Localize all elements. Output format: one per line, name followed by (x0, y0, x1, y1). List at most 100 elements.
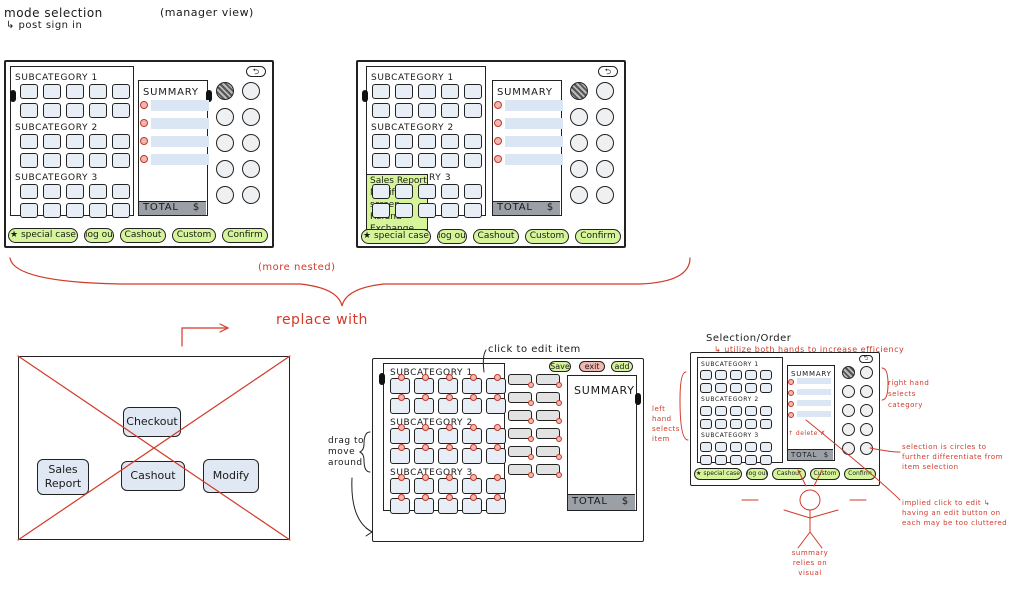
sel-item-tile[interactable] (715, 455, 727, 465)
sel-item-tile[interactable] (745, 370, 757, 380)
sales-report-option[interactable]: Sales Report (37, 459, 89, 495)
sel-item-tile[interactable] (715, 383, 727, 393)
sel-item-tile[interactable] (745, 419, 757, 429)
item-tile-2[interactable] (418, 84, 436, 99)
edit-item-icon[interactable] (446, 474, 453, 481)
category-circle[interactable] (216, 186, 234, 204)
edit-side-tile[interactable] (508, 392, 532, 403)
confirm-button-2[interactable]: Confirm (575, 229, 621, 244)
item-tile[interactable] (112, 184, 130, 199)
sel-category-circle[interactable] (842, 366, 855, 379)
item-tile[interactable] (20, 134, 38, 149)
item-tile[interactable] (89, 203, 107, 218)
sel-item-tile[interactable] (745, 455, 757, 465)
item-tile[interactable] (112, 203, 130, 218)
edit-item-icon[interactable] (398, 494, 405, 501)
item-tile-2[interactable] (441, 84, 459, 99)
category-circle-2[interactable] (570, 108, 588, 126)
item-tile-2[interactable] (418, 153, 436, 168)
sel-item-tile[interactable] (700, 406, 712, 416)
category-circle[interactable] (242, 134, 260, 152)
edit-side-icon[interactable] (556, 472, 562, 478)
sel-item-tile[interactable] (715, 419, 727, 429)
summary-row-delete-icon[interactable] (140, 119, 148, 127)
item-tile-2[interactable] (372, 184, 390, 199)
custom-button[interactable]: Custom (172, 228, 216, 243)
sel-category-circle[interactable] (860, 385, 873, 398)
edit-side-tile[interactable] (536, 410, 560, 421)
item-tile-2[interactable] (395, 203, 413, 218)
item-tile-2[interactable] (441, 103, 459, 118)
edit-side-icon[interactable] (528, 472, 534, 478)
edit-item-icon[interactable] (398, 374, 405, 381)
edit-side-tile[interactable] (536, 428, 560, 439)
item-tile-2[interactable] (395, 153, 413, 168)
category-circle[interactable] (242, 160, 260, 178)
confirm-button[interactable]: Confirm (222, 228, 268, 243)
edit-side-icon[interactable] (528, 400, 534, 406)
item-tile[interactable] (20, 84, 38, 99)
sel-logout-button[interactable]: log out (746, 468, 768, 480)
summary-row-delete-icon[interactable] (140, 155, 148, 163)
edit-item-icon[interactable] (422, 394, 429, 401)
category-circle-2[interactable] (570, 160, 588, 178)
add-button[interactable]: add (611, 361, 633, 372)
sel-item-tile[interactable] (700, 383, 712, 393)
category-circle-2[interactable] (570, 134, 588, 152)
edit-item-icon[interactable] (470, 374, 477, 381)
item-tile-2[interactable] (464, 203, 482, 218)
item-tile-2[interactable] (418, 103, 436, 118)
item-tile-2[interactable] (395, 103, 413, 118)
sel-item-tile[interactable] (760, 406, 772, 416)
summary-row-2-delete-icon[interactable] (494, 137, 502, 145)
sel-category-circle[interactable] (860, 442, 873, 455)
drag-handle-right[interactable] (206, 90, 212, 102)
edit-side-tile[interactable] (536, 464, 560, 475)
item-tile-2[interactable] (464, 103, 482, 118)
menu-item-sales-report[interactable]: Sales Report (370, 176, 427, 186)
item-tile-2[interactable] (372, 103, 390, 118)
category-circle[interactable] (216, 160, 234, 178)
edit-side-tile[interactable] (536, 392, 560, 403)
edit-side-icon[interactable] (556, 436, 562, 442)
sel-item-tile[interactable] (730, 455, 742, 465)
sel-summary-row-delete-icon[interactable] (788, 379, 794, 385)
sel-category-circle[interactable] (842, 404, 855, 417)
edit-item-icon[interactable] (470, 494, 477, 501)
edit-item-icon[interactable] (494, 474, 501, 481)
sel-category-circle[interactable] (842, 423, 855, 436)
category-circle[interactable] (242, 82, 260, 100)
item-tile-2[interactable] (372, 84, 390, 99)
sel-item-tile[interactable] (700, 419, 712, 429)
item-tile[interactable] (89, 134, 107, 149)
sel-item-tile[interactable] (760, 370, 772, 380)
item-tile-2[interactable] (464, 134, 482, 149)
checkout-option[interactable]: Checkout (123, 407, 181, 437)
edit-item-icon[interactable] (494, 444, 501, 451)
sel-item-tile[interactable] (730, 442, 742, 452)
sel-summary-row-delete-icon[interactable] (788, 401, 794, 407)
edit-item-icon[interactable] (494, 394, 501, 401)
edit-item-icon[interactable] (494, 374, 501, 381)
category-circle-2[interactable] (570, 186, 588, 204)
modify-option[interactable]: Modify (203, 459, 259, 493)
edit-side-tile[interactable] (508, 428, 532, 439)
item-tile[interactable] (20, 203, 38, 218)
edit-side-icon[interactable] (528, 436, 534, 442)
item-tile[interactable] (112, 153, 130, 168)
item-tile[interactable] (20, 153, 38, 168)
save-button[interactable]: Save (549, 361, 571, 372)
edit-item-icon[interactable] (422, 494, 429, 501)
item-tile[interactable] (66, 184, 84, 199)
edit-item-icon[interactable] (422, 444, 429, 451)
item-tile[interactable] (43, 153, 61, 168)
sel-item-tile[interactable] (745, 406, 757, 416)
edit-side-tile[interactable] (536, 374, 560, 385)
item-tile-2[interactable] (418, 184, 436, 199)
item-tile[interactable] (43, 103, 61, 118)
sel-summary-row-delete-icon[interactable] (788, 412, 794, 418)
item-tile[interactable] (20, 103, 38, 118)
special-case-button-2[interactable]: ★ special case (361, 229, 431, 244)
item-tile[interactable] (66, 153, 84, 168)
custom-button-2[interactable]: Custom (525, 229, 569, 244)
